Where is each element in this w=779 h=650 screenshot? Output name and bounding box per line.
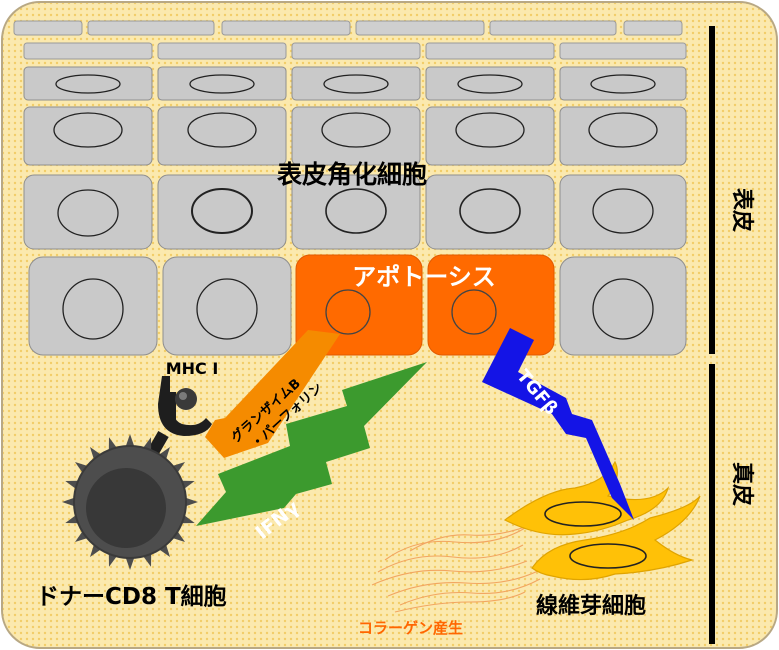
- ifn-gamma-arrow: [196, 362, 427, 526]
- t-cell-spike: [62, 497, 77, 507]
- granzyme-arrow: [205, 330, 340, 458]
- keratinocyte-row-4: [28, 256, 687, 356]
- fibroblasts: [503, 460, 701, 581]
- fibroblast-label: 線維芽細胞: [536, 593, 646, 619]
- apoptosis-label: アポトーシス: [352, 263, 496, 291]
- collagen-label: コラーゲン産生: [358, 619, 463, 637]
- t-cell-spike: [183, 497, 198, 507]
- dermis-bar: [709, 364, 715, 644]
- collagen-fibers: [371, 524, 541, 613]
- keratinocyte-label: 表皮角化細胞: [277, 160, 427, 189]
- t-cell-spike: [125, 555, 135, 570]
- donor-t-cell: [62, 434, 198, 570]
- epidermis-label: 表皮: [729, 188, 755, 232]
- apoptotic-cells: [295, 254, 555, 356]
- t-cell-spike: [125, 434, 135, 449]
- keratinocyte-row-1: [23, 66, 687, 101]
- mhc-label: MHC I: [166, 359, 219, 378]
- epidermis-bar: [709, 26, 715, 354]
- dermis-label: 真皮: [729, 462, 755, 506]
- keratinocyte-row-3: [23, 174, 687, 250]
- tgf-beta-arrow: [482, 328, 634, 520]
- donor-cd8-label: ドナーCD8 T細胞: [36, 583, 227, 610]
- keratinocyte-row-2: [23, 106, 687, 166]
- stratum-corneum: [13, 20, 687, 60]
